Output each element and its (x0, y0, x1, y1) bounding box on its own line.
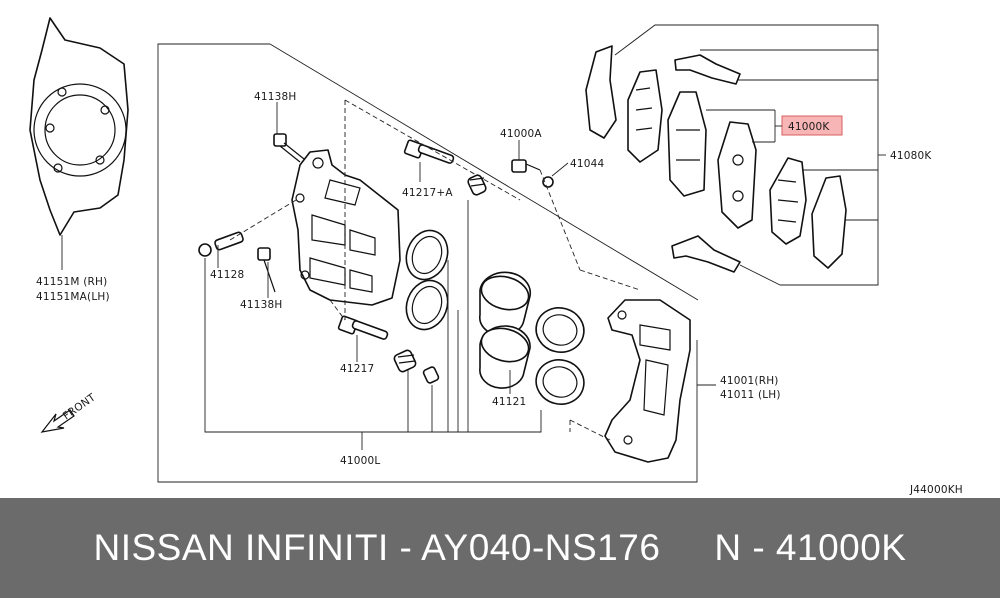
caliper-inner-body (291, 149, 401, 306)
part-number-banner: NISSAN INFINITI - AY040-NS176 N - 41000K (0, 498, 1000, 598)
label-41000k: 41000K (788, 121, 830, 133)
highlight-41000k (781, 115, 843, 136)
slide-pin-lower (337, 315, 389, 340)
label-41011: 41011 (LH) (720, 389, 781, 401)
brake-pad-inner (717, 121, 757, 229)
label-41000a: 41000A (500, 128, 542, 140)
bleeder-screw (198, 231, 244, 257)
bolt-41000a (511, 159, 541, 173)
bolt-41138h-top (273, 133, 305, 163)
brake-pad-outer (667, 91, 707, 197)
label-41128: 41128 (210, 269, 244, 281)
pad-shim-outer (585, 45, 617, 139)
anti-squeal-shim (627, 69, 663, 163)
frame-diagonal (269, 43, 699, 301)
label-41080k: 41080K (890, 150, 932, 162)
pad-clip-top (674, 54, 741, 85)
label-41000l: 41000L (340, 455, 380, 467)
label-41138h-top: 41138H (254, 91, 297, 103)
pad-kit-bracket (614, 24, 886, 286)
pad-clip-bottom (671, 235, 741, 273)
label-41217: 41217 (340, 363, 374, 375)
slide-pin-upper (403, 139, 455, 164)
label-41151m: 41151M (RH) (36, 276, 107, 288)
pin-boot-lower (393, 349, 440, 384)
label-41121: 41121 (492, 396, 526, 408)
diagram-code: J44000KH (909, 484, 963, 496)
parts-diagram: 41151M (RH) 41151MA(LH) 41138H 41128 411… (29, 17, 963, 496)
pin-boot-upper (467, 174, 487, 196)
front-arrow-icon (40, 409, 75, 433)
label-41217a: 41217+A (402, 187, 453, 199)
dust-shield (29, 17, 129, 270)
label-41151ma: 41151MA(LH) (36, 291, 110, 303)
banner-text: NISSAN INFINITI - AY040-NS176 N - 41000K (93, 527, 907, 568)
anti-squeal-shim-inner (769, 157, 807, 245)
label-41138h-bottom: 41138H (240, 299, 283, 311)
piston-seals (405, 229, 449, 331)
bolt-41138h-bottom (257, 247, 276, 293)
label-41001: 41001(RH) (720, 375, 779, 387)
pad-shim-inner (811, 175, 847, 269)
washer-41044 (542, 176, 554, 188)
label-41044: 41044 (570, 158, 605, 170)
label-front: FRONT (61, 391, 98, 422)
leader-41000l (204, 200, 542, 450)
assembly-frame (157, 43, 698, 483)
caliper-outer-body (604, 299, 691, 463)
pistons (479, 271, 585, 405)
